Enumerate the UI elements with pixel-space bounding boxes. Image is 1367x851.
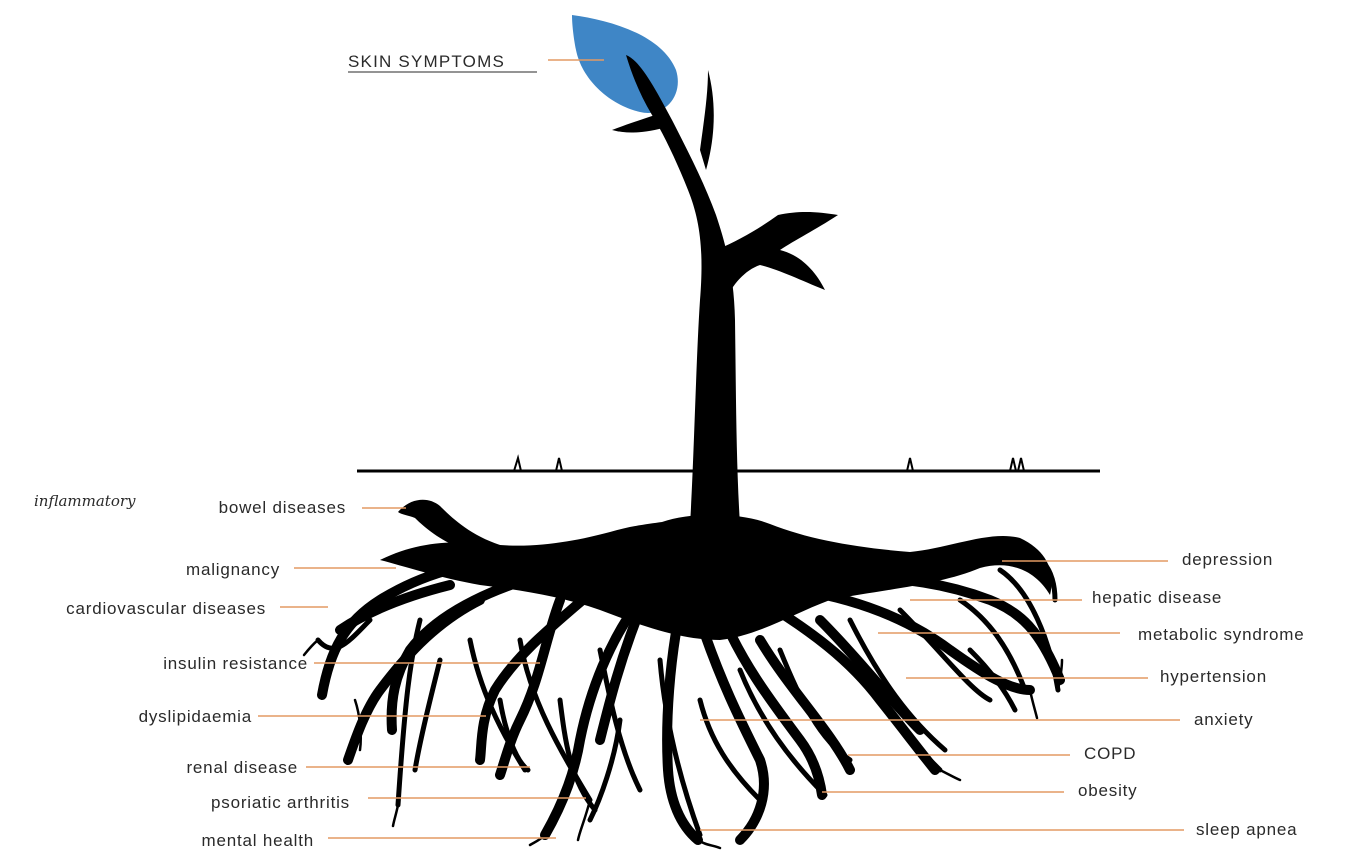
label-cardiovascular-diseases: cardiovascular diseases	[66, 599, 266, 618]
label-depression: depression	[1182, 550, 1273, 569]
label-copd: COPD	[1084, 744, 1136, 763]
leader-lines	[258, 59, 1184, 839]
label-renal-disease: renal disease	[186, 758, 298, 777]
label-malignancy: malignancy	[186, 560, 280, 579]
label-bowel-diseases: bowel diseases	[219, 498, 346, 517]
label-obesity: obesity	[1078, 781, 1137, 800]
tree-trunk	[612, 55, 838, 525]
label-mental-health: mental health	[202, 831, 314, 850]
label-skin-symptoms: SKIN SYMPTOMS	[348, 52, 505, 71]
label-hypertension: hypertension	[1160, 667, 1267, 686]
label-dyslipidaemia: dyslipidaemia	[139, 707, 252, 726]
label-inflammatory: inflammatory	[34, 492, 136, 510]
labels: SKIN SYMPTOMS inflammatory bowel disease…	[34, 52, 1305, 850]
ground-line	[357, 454, 1100, 473]
leaf-icon	[572, 15, 678, 113]
label-anxiety: anxiety	[1194, 710, 1253, 729]
label-sleep-apnea: sleep apnea	[1196, 820, 1297, 839]
label-psoriatic-arthritis: psoriatic arthritis	[211, 793, 350, 812]
label-insulin-resistance: insulin resistance	[163, 654, 308, 673]
tree-roots	[302, 499, 1065, 850]
label-metabolic-syndrome: metabolic syndrome	[1138, 625, 1305, 644]
label-hepatic-disease: hepatic disease	[1092, 588, 1222, 607]
